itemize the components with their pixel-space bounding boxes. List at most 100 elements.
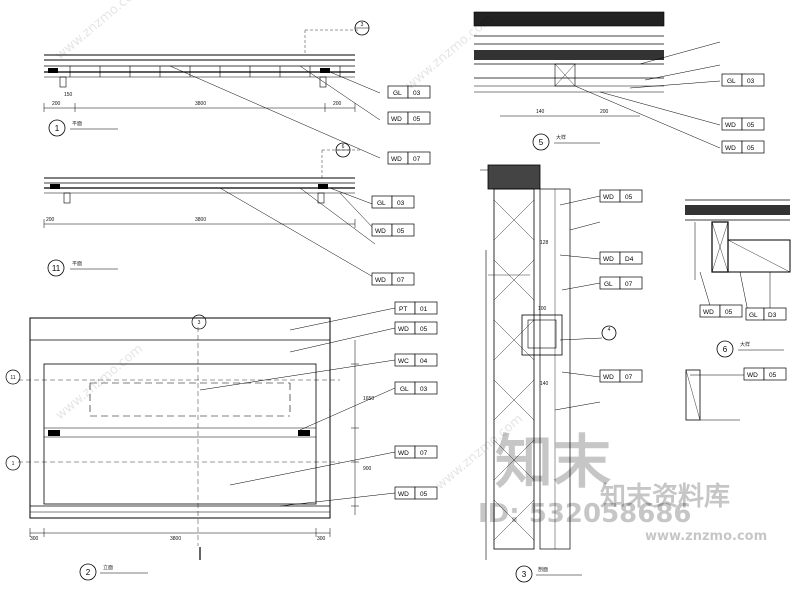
tag-wc-04: WC 04: [394, 353, 438, 367]
material-tags-plan: GL 03 WD 05 WD 07 GL 03 WD 05: [371, 85, 431, 286]
dim-300-right: 300: [317, 536, 326, 542]
view-5-title: 大样: [556, 134, 566, 141]
dim-200-v11: 200: [46, 217, 55, 223]
material-tags-section: WD 05 WD D4 GL 07 WD 07: [599, 189, 643, 383]
axis-1-label: 1: [12, 461, 15, 467]
view-11-plan: 3800 200 11 平面: [43, 149, 360, 277]
svg-text:01: 01: [420, 306, 428, 313]
section-marker-3-top: 3: [354, 20, 370, 36]
svg-text:WD: WD: [375, 277, 386, 284]
svg-text:GL: GL: [604, 281, 613, 288]
svg-text:05: 05: [747, 122, 755, 129]
dim-1650: 1650: [363, 396, 374, 402]
material-tags-elevation: PT 01 WD 05 WC 04 GL 03 WD 07: [394, 301, 438, 500]
svg-text:05: 05: [420, 326, 428, 333]
view-5-bubble: [532, 133, 550, 151]
view-3-title: 剖面: [538, 566, 548, 573]
view-1-number: 1: [55, 124, 60, 133]
svg-text:WD: WD: [725, 122, 736, 129]
view-6-title: 大样: [740, 341, 750, 348]
view-3-bubble: [515, 565, 533, 583]
watermark-url: www.znzmo.com: [645, 529, 767, 544]
view-2-title: 立面: [103, 564, 113, 571]
svg-text:05: 05: [769, 372, 777, 379]
svg-text:05: 05: [725, 309, 733, 316]
tag-gl-03-v1: GL 03: [387, 85, 431, 99]
svg-text:D3: D3: [768, 312, 777, 319]
tag-wd-05-v3: WD 05: [599, 189, 643, 203]
svg-text:WD: WD: [603, 194, 614, 201]
dim-3800-v1: 3800: [195, 101, 206, 107]
svg-text:03: 03: [747, 78, 755, 85]
tag-wd-05-v2b: WD 05: [394, 486, 438, 500]
view-6-number: 6: [723, 345, 728, 354]
svg-text:WD: WD: [603, 374, 614, 381]
section-marker-4-label: 4: [608, 327, 611, 333]
svg-text:07: 07: [397, 277, 405, 284]
tag-wd-05-v6: WD 05: [699, 304, 743, 318]
dim-140: 140: [540, 381, 549, 387]
dim-900: 900: [363, 466, 372, 472]
tag-wd-05-v11: WD 05: [371, 223, 415, 237]
dim-140-v5: 140: [536, 109, 545, 115]
tag-gl-07: GL 07: [599, 276, 643, 290]
plan-leaders: [169, 65, 381, 279]
tag-pt-01: PT 01: [394, 301, 438, 315]
tag-gl-d3: GL D3: [745, 307, 787, 321]
svg-text:03: 03: [397, 200, 405, 207]
tag-gl-03-v2: GL 03: [394, 381, 438, 395]
svg-text:03: 03: [420, 386, 428, 393]
svg-text:07: 07: [625, 374, 633, 381]
section-marker-4: [601, 325, 617, 341]
axis-bubbles-elevation: 3 11 1: [5, 314, 207, 471]
view-1-title: 平面: [72, 121, 82, 127]
view-2-elevation: 300 3800 300 1650 900 2 立面: [18, 317, 374, 581]
material-tags-detail5: GL 03 WD 05 WD 05: [721, 73, 765, 154]
dim-100: 100: [538, 306, 547, 312]
dim-200-right: 200: [333, 101, 342, 107]
svg-text:GL: GL: [377, 200, 386, 207]
watermark-brand-logo: 知末: [495, 428, 611, 496]
material-tags-detail6: WD 05 GL D3 WD 05: [699, 304, 787, 381]
svg-text:WD: WD: [391, 156, 402, 163]
tag-wd-05-v5b: WD 05: [721, 140, 765, 154]
tag-wd-05-v5: WD 05: [721, 117, 765, 131]
watermark-brand-sub: 知末资料库: [600, 482, 730, 512]
tag-wd-07-v1: WD 07: [387, 151, 431, 165]
section-leaders: [554, 195, 601, 411]
view-5-detail: 140 200 5 大样: [473, 11, 665, 151]
elevation-leaders: [199, 307, 396, 507]
svg-text:GL: GL: [400, 386, 409, 393]
svg-text:03: 03: [413, 90, 421, 97]
view-6-detail: 6 大样: [685, 199, 791, 421]
svg-text:GL: GL: [727, 78, 736, 85]
watermark-diag-1: www.znzmo.com: [53, 0, 146, 63]
watermark-id: ID: 532058686: [478, 499, 692, 529]
dim-200-left: 200: [52, 101, 61, 107]
svg-text:GL: GL: [393, 90, 402, 97]
view-11-bubble: [47, 259, 65, 277]
axis-3-label: 3: [198, 320, 201, 326]
section-marker-6-label: 6: [342, 144, 345, 150]
svg-text:WD: WD: [603, 256, 614, 263]
dim-300-left: 300: [30, 536, 39, 542]
tag-gl-03-v11: GL 03: [371, 195, 415, 209]
view-3-number: 3: [522, 570, 527, 579]
svg-text:WD: WD: [391, 116, 402, 123]
axis-11-label: 11: [10, 375, 15, 381]
svg-text:PT: PT: [399, 306, 407, 313]
tag-wd-05-v1: WD 05: [387, 111, 431, 125]
view-11-title: 平面: [72, 261, 82, 267]
svg-text:WD: WD: [703, 309, 714, 316]
svg-text:05: 05: [413, 116, 421, 123]
svg-text:05: 05: [747, 145, 755, 152]
view-1-plan: 200 3800 200 150 1 平面: [43, 29, 360, 137]
tag-wd-07-v3: WD 07: [599, 369, 643, 383]
dim-3800-v11: 3800: [195, 217, 206, 223]
svg-text:07: 07: [413, 156, 421, 163]
svg-text:WD: WD: [398, 450, 409, 457]
svg-text:WC: WC: [398, 358, 409, 365]
svg-text:WD: WD: [398, 491, 409, 498]
tag-wd-07-v11: WD 07: [371, 272, 415, 286]
